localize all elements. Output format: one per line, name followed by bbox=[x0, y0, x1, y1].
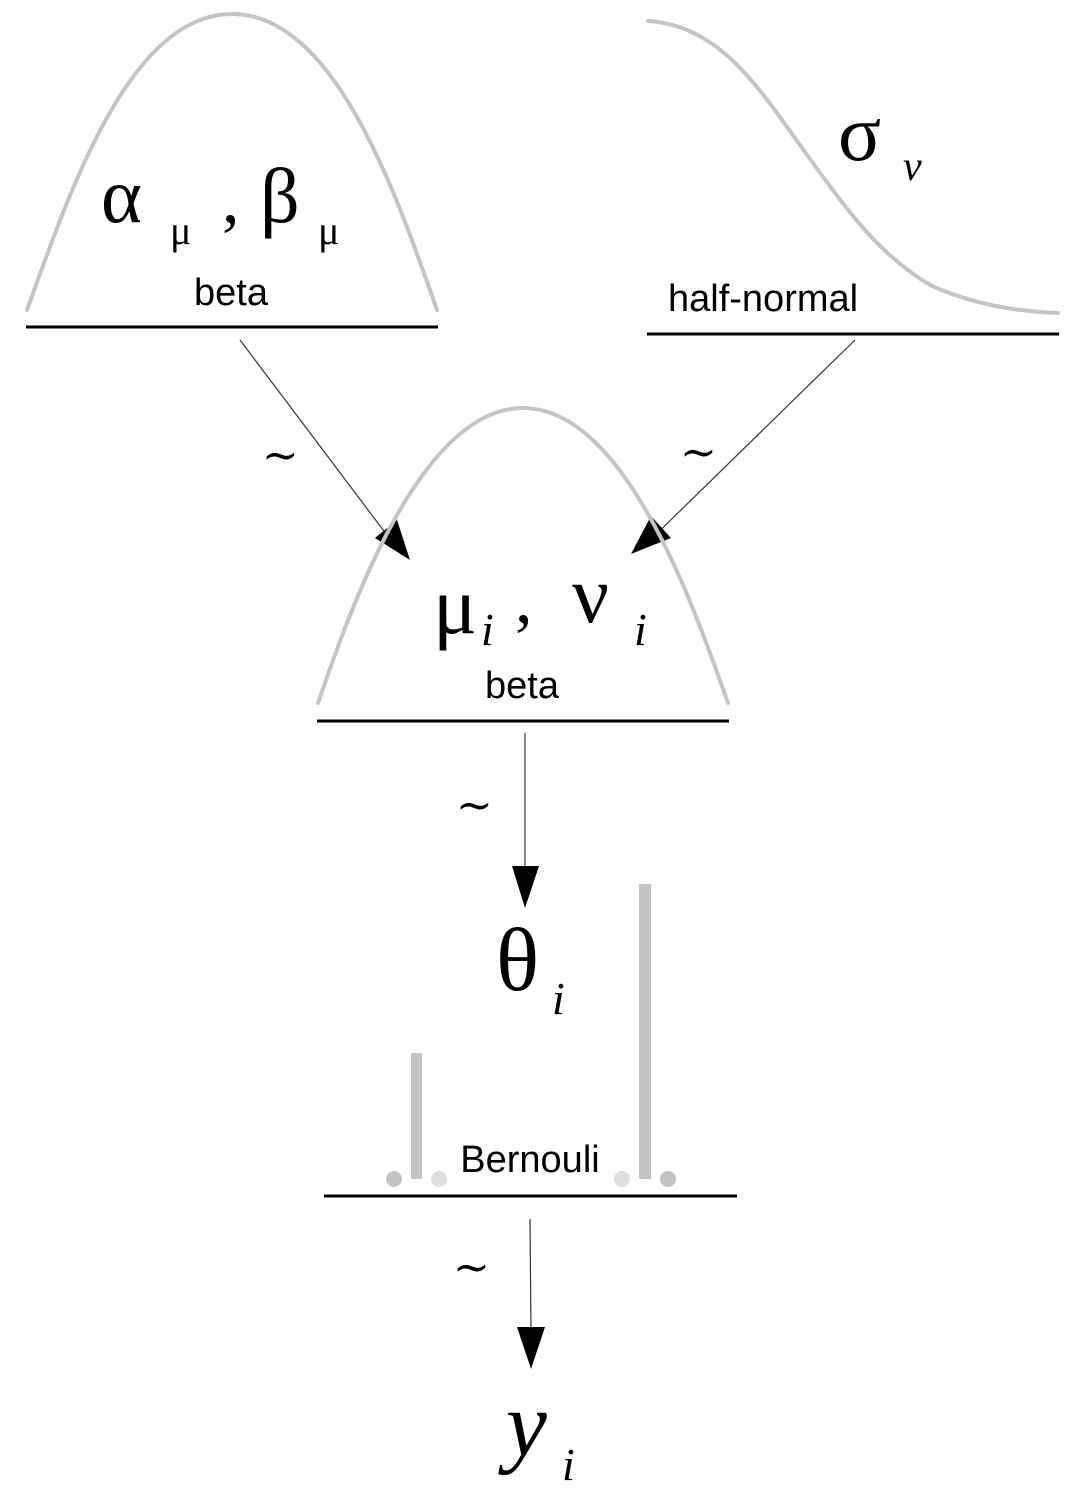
tilde-label: ~ bbox=[680, 427, 717, 478]
node-alpha-beta-mu: α μ , β μ beta bbox=[25, 11, 439, 329]
tilde-label: ~ bbox=[453, 1242, 490, 1293]
node-y-i: y i bbox=[498, 1373, 575, 1488]
arrowhead-icon bbox=[631, 516, 671, 554]
tilde-label: ~ bbox=[262, 430, 299, 481]
distribution-label: beta bbox=[194, 272, 269, 314]
arrow-line bbox=[529, 1218, 532, 1331]
node-sigma-nu: σ ν half-normal bbox=[646, 19, 1060, 336]
theta-subscript: i bbox=[552, 973, 565, 1024]
alpha-symbol: α bbox=[101, 152, 142, 239]
dot-icon bbox=[431, 1171, 447, 1187]
sigma-subscript: ν bbox=[903, 144, 922, 190]
dot-icon bbox=[386, 1171, 402, 1187]
node-theta-i: θ i bbox=[496, 911, 565, 1024]
mu-symbol: μ bbox=[433, 560, 477, 651]
edge-middle-to-theta: ~ bbox=[456, 733, 539, 908]
node-bernoulli: Bernouli bbox=[324, 884, 737, 1198]
separator-comma: , bbox=[515, 561, 533, 638]
arrowhead-icon bbox=[512, 866, 539, 908]
edge-top-left-to-middle: ~ bbox=[239, 339, 410, 560]
edge-top-right-to-middle: ~ bbox=[631, 339, 856, 554]
tilde-label: ~ bbox=[456, 780, 493, 831]
edge-bernoulli-to-y: ~ bbox=[453, 1218, 545, 1369]
half-normal-curve-icon bbox=[646, 19, 1060, 315]
distribution-label: half-normal bbox=[668, 278, 858, 320]
dot-icon bbox=[614, 1171, 630, 1187]
distribution-label: Bernouli bbox=[460, 1139, 599, 1181]
arrow-line bbox=[639, 339, 856, 551]
arrow-line bbox=[239, 339, 403, 556]
y-symbol: y bbox=[498, 1373, 547, 1475]
bernoulli-bar-right-icon bbox=[639, 884, 651, 1179]
distribution-label: beta bbox=[485, 665, 560, 707]
separator-comma: , bbox=[222, 161, 240, 238]
beta-curve-icon bbox=[316, 405, 730, 705]
node-mu-nu-i: μ i , ν i beta bbox=[316, 405, 730, 723]
theta-symbol: θ bbox=[496, 911, 539, 1010]
mu-subscript: i bbox=[481, 604, 494, 655]
beta-subscript: μ bbox=[318, 208, 339, 253]
arrowhead-icon bbox=[517, 1327, 545, 1369]
beta-curve-icon bbox=[25, 11, 439, 312]
nu-subscript: i bbox=[634, 604, 647, 655]
arrowhead-icon bbox=[375, 520, 410, 560]
y-subscript: i bbox=[562, 1439, 575, 1488]
bernoulli-bar-left-icon bbox=[411, 1053, 422, 1179]
beta-symbol: β bbox=[260, 152, 300, 239]
alpha-subscript: μ bbox=[170, 208, 191, 253]
sigma-symbol: σ bbox=[838, 90, 881, 178]
dot-icon bbox=[660, 1171, 676, 1187]
nu-symbol: ν bbox=[572, 549, 609, 640]
